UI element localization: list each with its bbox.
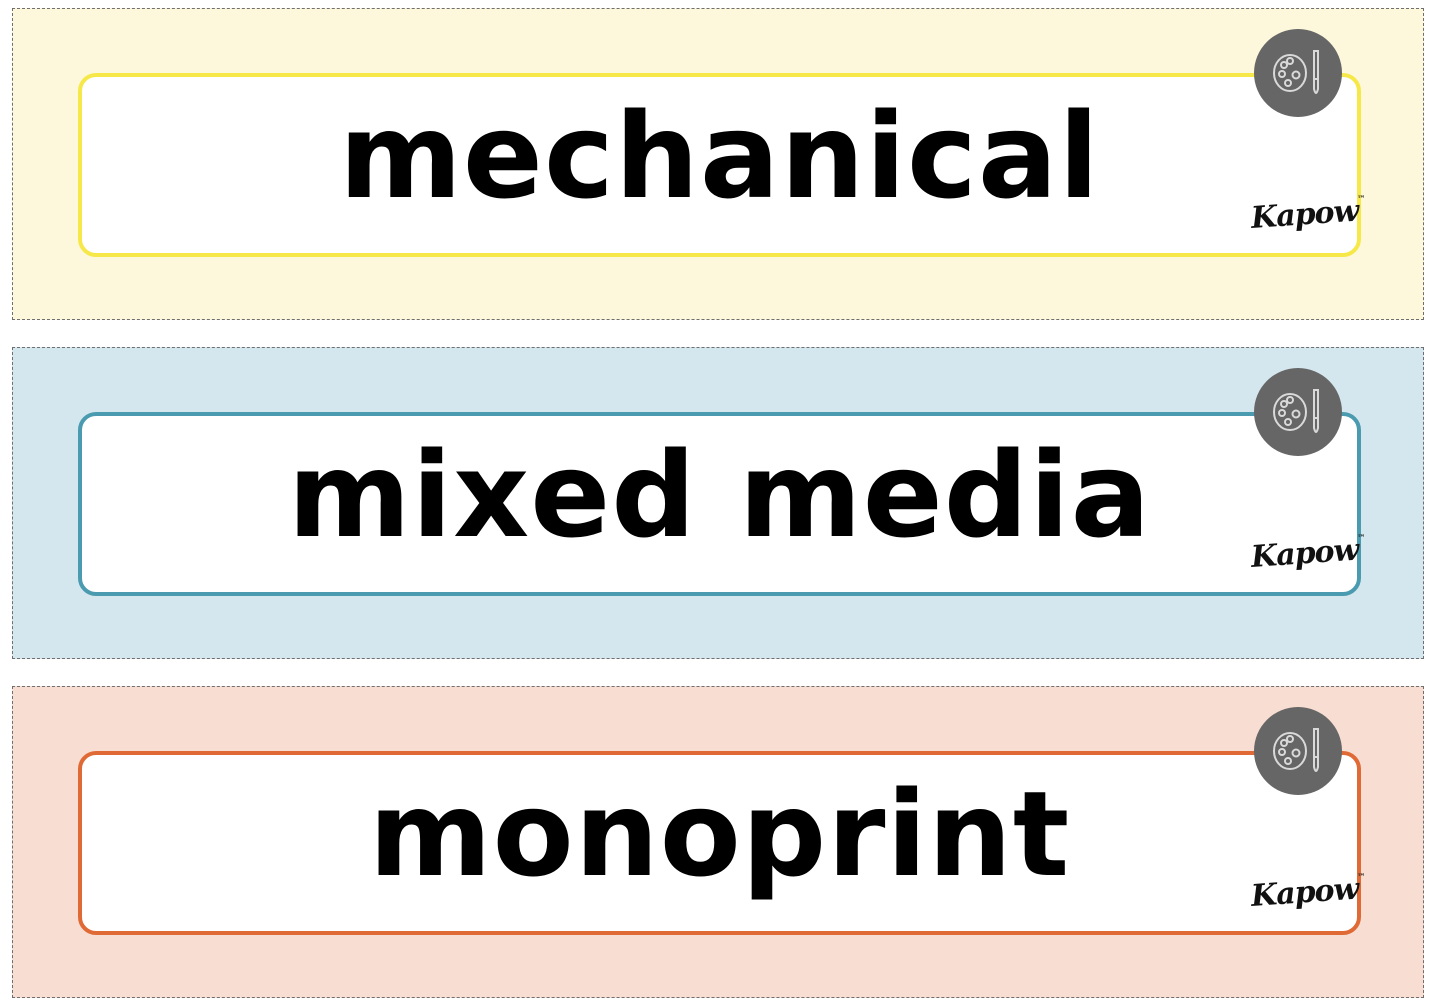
palette-and-brush-icon <box>1254 368 1342 456</box>
vocabulary-word: mechanical <box>338 87 1101 225</box>
word-panel: monoprint <box>78 751 1361 935</box>
word-card-monoprint: monoprint Kapow™ <box>12 686 1424 998</box>
word-panel: mixed media <box>78 412 1361 596</box>
vocabulary-word: monoprint <box>368 765 1071 903</box>
word-card-mechanical: mechanical Kapow™ <box>12 8 1424 320</box>
vocabulary-word: mixed media <box>287 426 1152 564</box>
palette-and-brush-icon <box>1254 707 1342 795</box>
word-panel: mechanical <box>78 73 1361 257</box>
palette-and-brush-icon <box>1254 29 1342 117</box>
word-card-mixed-media: mixed media Kapow™ <box>12 347 1424 659</box>
